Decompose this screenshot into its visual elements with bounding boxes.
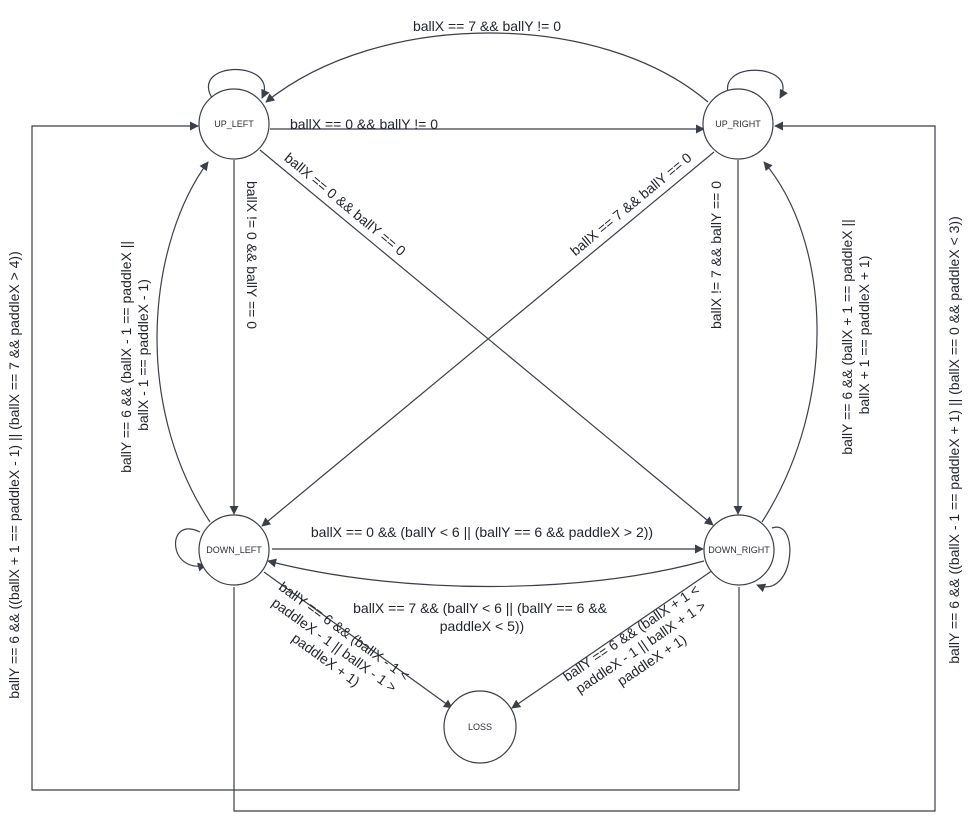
self-loop-up-right	[727, 69, 788, 99]
state-down-left-label: DOWN_LEFT	[206, 545, 262, 555]
self-loop-down-left	[175, 528, 207, 572]
edge-down-right-to-loss	[511, 567, 717, 709]
label-up-left-to-down-right: ballX == 0 && ballY == 0	[281, 149, 409, 259]
label-down-right-to-down-left: ballX == 7 && (ballY < 6 || (ballY == 6 …	[353, 600, 611, 634]
state-down-right: DOWN_RIGHT	[703, 514, 775, 586]
label-down-left-to-down-right: ballX == 0 && (ballY < 6 || (ballY == 6 …	[311, 524, 653, 540]
label-down-left-to-loss: ballY == 6 && (ballX - 1 < paddleX - 1 |…	[256, 578, 416, 713]
label-down-right-to-up-right: ballY == 6 && (ballX + 1 == paddleX || b…	[839, 215, 872, 454]
edge-up-right-to-down-left	[261, 151, 715, 527]
self-loop-down-right	[756, 526, 791, 593]
state-up-left: UP_LEFT	[198, 88, 270, 160]
label-down-right-to-up-right-line1: ballY == 6 && (ballX + 1 == paddleX ||	[839, 219, 855, 454]
label-up-right-to-up-left: ballX == 7 && ballY != 0	[413, 18, 561, 34]
label-up-left-to-down-left: ballX != 0 && ballY == 0	[244, 181, 260, 329]
label-down-right-to-down-left-line1: ballX == 7 && (ballY < 6 || (ballY == 6 …	[353, 600, 608, 616]
state-down-left: DOWN_LEFT	[198, 514, 270, 586]
edge-down-left-to-up-left	[156, 161, 211, 523]
state-up-left-label: UP_LEFT	[214, 119, 254, 129]
state-loss: LOSS	[443, 690, 517, 764]
label-down-left-to-up-right-outer: ballY == 6 && ((ballX - 1 == paddleX + 1…	[946, 216, 962, 664]
edge-down-left-to-loss	[263, 571, 453, 709]
self-loop-up-left	[208, 68, 270, 99]
label-down-left-to-up-left: ballY == 6 && (ballX - 1 == paddleX || b…	[118, 237, 151, 473]
label-down-right-to-down-left-line2: paddleX < 5))	[440, 618, 524, 634]
edge-up-right-to-up-left	[265, 32, 709, 103]
label-up-right-to-down-left: ballX == 7 && ballY == 0	[567, 149, 695, 259]
label-down-right-to-up-right-line2: ballX + 1 == paddleX + 1)	[856, 256, 872, 415]
edge-up-left-to-down-right	[259, 149, 714, 526]
state-up-right: UP_RIGHT	[702, 88, 774, 160]
label-down-right-to-up-left-outer: ballY == 6 && ((ballX + 1 == paddleX - 1…	[6, 251, 22, 699]
edge-down-left-to-up-right-outer	[233, 121, 936, 812]
edge-down-right-to-down-left	[267, 558, 705, 588]
edge-down-right-to-up-right	[761, 161, 818, 523]
state-up-right-label: UP_RIGHT	[715, 119, 761, 129]
label-down-left-to-up-left-line2: ballX - 1 == paddleX - 1)	[135, 279, 151, 431]
edge-down-right-to-up-left-outer	[31, 121, 740, 791]
label-down-left-to-up-left-line1: ballY == 6 && (ballX - 1 == paddleX ||	[118, 241, 134, 473]
state-loss-label: LOSS	[468, 722, 492, 732]
label-up-left-to-up-right: ballX == 0 && ballY != 0	[290, 116, 438, 132]
state-down-right-label: DOWN_RIGHT	[708, 545, 770, 555]
label-up-right-to-down-right: ballX != 7 && ballY == 0	[708, 181, 724, 329]
